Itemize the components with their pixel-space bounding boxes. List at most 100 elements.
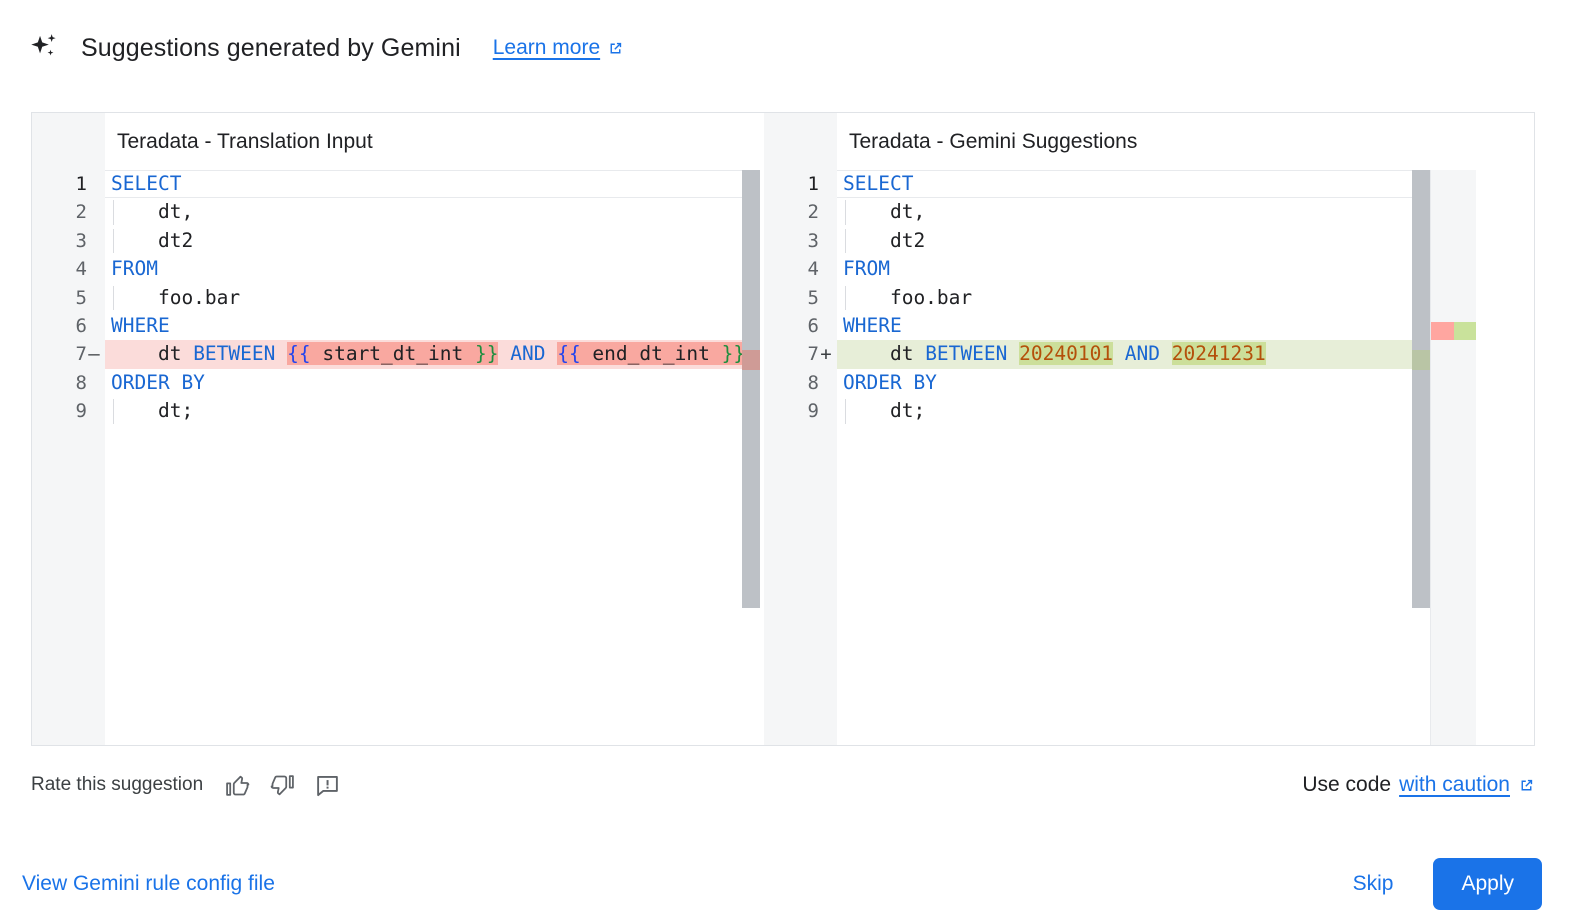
apply-button[interactable]: Apply (1433, 857, 1542, 910)
overview-marker-add (1454, 322, 1476, 340)
code-token (1160, 342, 1172, 365)
left-vertical-scrollbar[interactable] (742, 170, 760, 745)
code-line[interactable]: dt, (837, 198, 1476, 226)
code-token: AND (1124, 342, 1161, 366)
code-line[interactable]: dt; (105, 397, 760, 425)
right-gutter-spacer (764, 113, 837, 170)
code-line[interactable]: dt2 (105, 227, 760, 255)
line-number-value: 8 (807, 371, 819, 394)
line-number: 2 (32, 198, 105, 226)
code-line[interactable]: ORDER BY (105, 369, 760, 397)
code-token: dt (111, 342, 194, 366)
line-number-value: 1 (75, 173, 87, 195)
line-number: 8 (32, 369, 105, 397)
line-number: 2 (764, 198, 837, 226)
feedback-icon[interactable] (315, 773, 340, 798)
dialog-footer: View Gemini rule config file Skip Apply (0, 845, 1572, 922)
code-line[interactable]: ORDER BY (837, 369, 1476, 397)
code-line[interactable]: FROM (837, 255, 1476, 283)
line-number-value: 5 (807, 286, 819, 309)
with-caution-link[interactable]: with caution (1399, 773, 1510, 796)
line-number: 1 (32, 170, 105, 198)
code-token: start_dt_int (310, 342, 475, 366)
thumb-up-icon[interactable] (225, 773, 250, 798)
left-scrollbar-diff-marker (742, 350, 760, 370)
learn-more-label: Learn more (492, 36, 601, 59)
suggestions-header: Suggestions generated by Gemini Learn mo… (0, 0, 1572, 96)
code-line[interactable]: WHERE (837, 312, 1476, 340)
line-number-value: 3 (807, 229, 819, 252)
code-line[interactable]: WHERE (105, 312, 760, 340)
code-token: SELECT (843, 172, 914, 195)
line-number: 7+ (764, 340, 837, 368)
right-scrollbar-thumb[interactable] (1412, 170, 1430, 608)
line-number: 3 (764, 227, 837, 255)
thumb-down-icon[interactable] (270, 773, 295, 798)
code-token: dt; (111, 399, 194, 423)
right-vertical-scrollbar[interactable] (1412, 170, 1430, 745)
line-number: 9 (764, 397, 837, 425)
diff-overview-ruler[interactable] (1430, 170, 1476, 745)
code-token: WHERE (843, 313, 902, 337)
line-number-value: 2 (75, 201, 87, 224)
code-token: }} (721, 342, 746, 366)
code-line[interactable]: dt, (105, 198, 760, 226)
line-number-value: 2 (807, 201, 819, 224)
line-number: 3 (32, 227, 105, 255)
overview-marker-delete (1431, 322, 1454, 340)
code-token: dt, (843, 200, 926, 224)
line-number: 8 (764, 369, 837, 397)
left-pane-title: Teradata - Translation Input (117, 129, 373, 153)
page-title: Suggestions generated by Gemini (81, 33, 461, 62)
code-token: {{ (287, 342, 311, 366)
code-token: }} (474, 342, 499, 366)
code-token: AND (510, 342, 546, 366)
code-token: foo.bar (111, 285, 241, 309)
code-token (498, 342, 510, 365)
view-gemini-rule-config-link[interactable]: View Gemini rule config file (22, 871, 275, 895)
external-link-icon (1518, 777, 1535, 794)
line-number: 4 (32, 255, 105, 283)
line-number: 7— (32, 340, 105, 368)
code-token: FROM (111, 257, 158, 281)
learn-more-link[interactable]: Learn more (493, 36, 624, 60)
footer-actions: Skip Apply (1339, 857, 1542, 910)
code-token: BETWEEN (925, 342, 1008, 366)
code-token: dt, (111, 200, 194, 224)
code-line[interactable]: FROM (105, 255, 760, 283)
line-number: 5 (764, 284, 837, 312)
left-gutter-spacer (32, 113, 105, 170)
code-line[interactable]: dt2 (837, 227, 1476, 255)
code-token: {{ (557, 342, 581, 366)
line-number: 6 (764, 312, 837, 340)
rate-suggestion-row: Rate this suggestion Use code with cauti… (31, 762, 1535, 808)
line-number-value: 7 (807, 343, 819, 366)
external-link-icon (607, 40, 624, 57)
line-number-value: 4 (807, 258, 819, 281)
code-token (1007, 342, 1019, 365)
code-line[interactable]: dt BETWEEN 20240101 AND 20241231 (837, 340, 1476, 369)
rate-suggestion-label: Rate this suggestion (31, 774, 204, 795)
diff-marker: — (88, 343, 100, 366)
line-number-value: 9 (75, 400, 87, 423)
left-scrollbar-thumb[interactable] (742, 170, 760, 608)
code-token: end_dt_int (580, 342, 722, 366)
line-number-value: 8 (75, 371, 87, 394)
line-number-value: 1 (807, 173, 819, 195)
code-line[interactable]: foo.bar (837, 284, 1476, 312)
use-code-notice: Use code with caution (1302, 773, 1535, 797)
line-number: 4 (764, 255, 837, 283)
code-line[interactable]: dt; (837, 397, 1476, 425)
use-code-label: Use code (1302, 773, 1392, 796)
skip-button[interactable]: Skip (1339, 862, 1408, 906)
code-line[interactable]: SELECT (837, 170, 1476, 198)
code-line[interactable]: SELECT (105, 170, 760, 198)
code-token: dt (843, 342, 926, 366)
code-line[interactable]: foo.bar (105, 284, 760, 312)
code-line[interactable]: dt BETWEEN {{ start_dt_int }} AND {{ end… (105, 340, 760, 369)
